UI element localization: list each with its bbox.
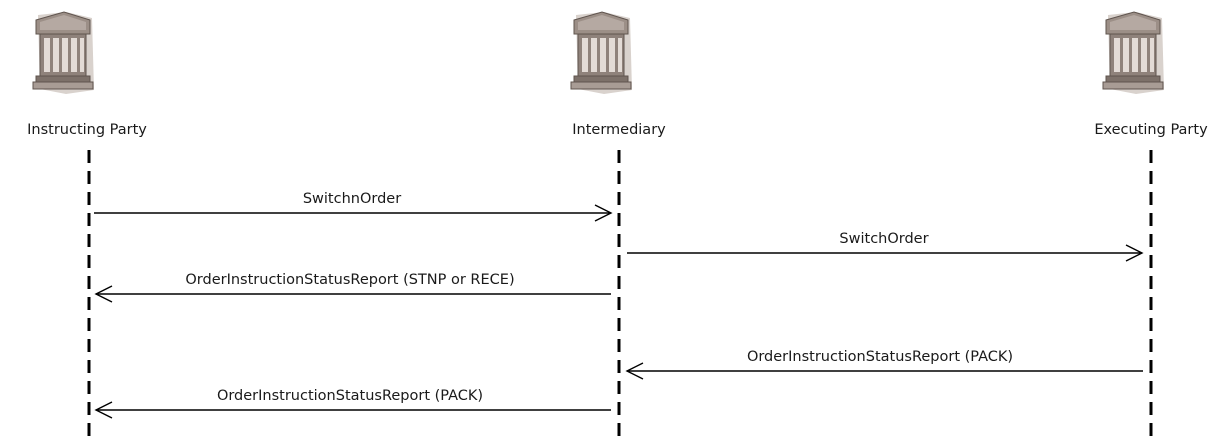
message-label: OrderInstructionStatusReport (STNP or RE… [185, 272, 514, 288]
arrowhead-icon [94, 401, 113, 419]
message-label: OrderInstructionStatusReport (PACK) [217, 388, 483, 404]
message-arrow: OrderInstructionStatusReport (PACK) [94, 388, 611, 419]
message-label: SwitchOrder [839, 231, 928, 247]
participant-label: Intermediary [572, 122, 666, 138]
participant-intermediary: Intermediary [570, 11, 666, 138]
participant-label: Instructing Party [27, 122, 147, 138]
arrowhead-icon [1125, 244, 1144, 262]
bank-building-icon [570, 11, 633, 95]
message-label: SwitchnOrder [303, 191, 401, 207]
message-arrow: SwitchOrder [627, 231, 1144, 262]
message-arrow: OrderInstructionStatusReport (PACK) [625, 349, 1143, 380]
arrowhead-icon [625, 362, 644, 380]
bank-building-icon [1102, 11, 1165, 95]
message-arrow: SwitchnOrder [94, 191, 613, 222]
participant-label: Executing Party [1094, 122, 1208, 138]
message-label: OrderInstructionStatusReport (PACK) [747, 349, 1013, 365]
participant-instructing-party: Instructing Party [27, 11, 147, 138]
participant-executing-party: Executing Party [1094, 11, 1208, 138]
arrowhead-icon [94, 285, 113, 303]
message-arrow: OrderInstructionStatusReport (STNP or RE… [94, 272, 611, 303]
bank-building-icon [32, 11, 95, 95]
arrowhead-icon [594, 204, 613, 222]
